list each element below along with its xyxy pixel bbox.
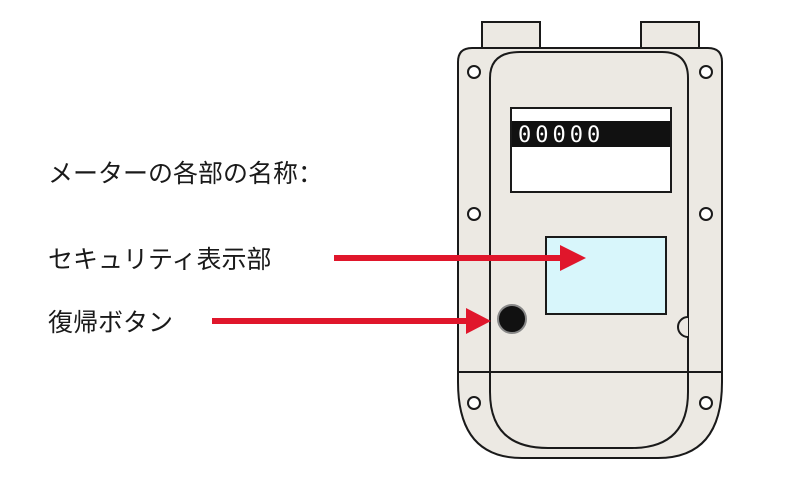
- security-display-arrowhead: [560, 245, 586, 271]
- counter-digit-band: [512, 121, 670, 147]
- screw-icon: [467, 396, 481, 410]
- screw-icon: [699, 65, 713, 79]
- screw-icon: [699, 396, 713, 410]
- reset-button-arrowhead: [466, 308, 491, 334]
- screw-icon: [467, 207, 481, 221]
- counter-value: 00000: [518, 123, 604, 148]
- diagram-heading: メーターの各部の名称：: [48, 159, 324, 188]
- reset-button[interactable]: [497, 304, 527, 334]
- screw-icon: [699, 207, 713, 221]
- screw-icon: [467, 65, 481, 79]
- counter-display-window: [510, 107, 672, 193]
- meter-side-notch: [677, 316, 689, 338]
- security-display-label: セキュリティ表示部: [48, 245, 272, 274]
- reset-button-label: 復帰ボタン: [48, 308, 174, 337]
